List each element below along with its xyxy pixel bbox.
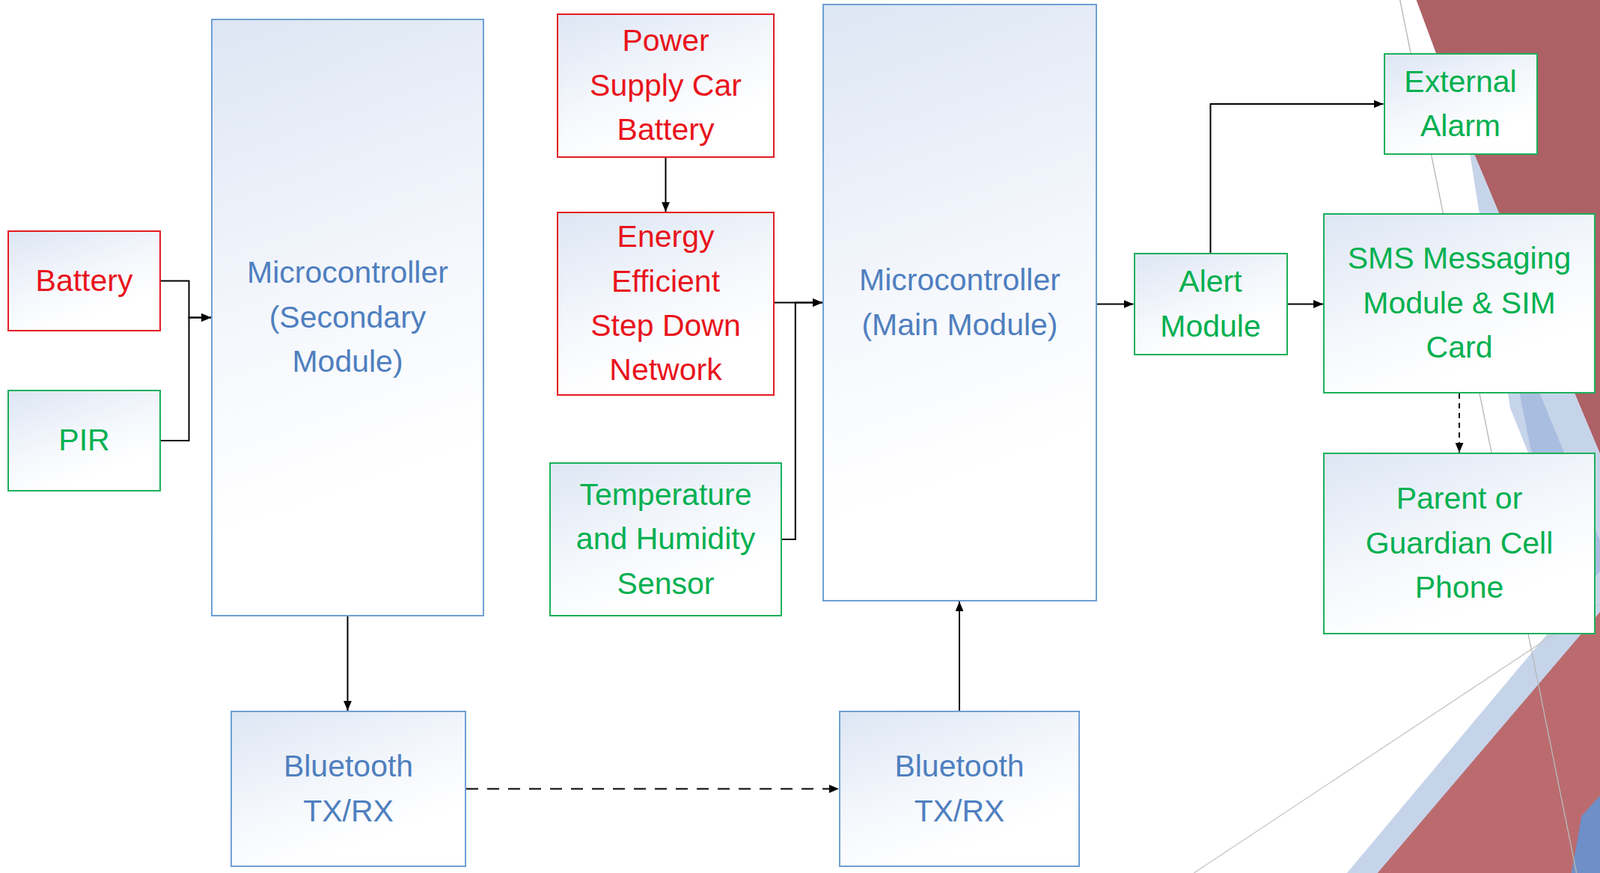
alert-box: Alert Module bbox=[1133, 252, 1288, 356]
connector-arrow bbox=[958, 601, 961, 711]
connector-arrow bbox=[665, 157, 667, 212]
wireless-link bbox=[1458, 393, 1461, 453]
power-box: Battery bbox=[7, 230, 161, 332]
box-label: Bluetooth TX/RX bbox=[869, 744, 1050, 834]
wireless-link bbox=[466, 788, 839, 791]
connector-arrow bbox=[782, 303, 823, 541]
box-label: Alert Module bbox=[1139, 259, 1282, 349]
connector-arrow bbox=[160, 281, 212, 319]
radio-box: Bluetooth TX/RX bbox=[230, 710, 467, 868]
decor-line bbox=[1193, 603, 1600, 873]
box-label: Microcontroller (Main Module) bbox=[830, 258, 1089, 348]
box-label: Battery bbox=[35, 258, 134, 304]
sensor-box: PIR bbox=[7, 389, 161, 492]
controller-box: Microcontroller (Secondary Module) bbox=[211, 18, 485, 617]
box-label: Parent or Guardian Cell Phone bbox=[1349, 476, 1571, 610]
box-label: Bluetooth TX/RX bbox=[258, 744, 439, 834]
red-shape bbox=[1377, 612, 1600, 873]
box-label: Energy Efficient Step Down Network bbox=[577, 214, 754, 393]
radio-box: Bluetooth TX/RX bbox=[838, 710, 1080, 868]
sensor-box: Temperature and Humidity Sensor bbox=[549, 462, 783, 617]
phone-box: Parent or Guardian Cell Phone bbox=[1323, 452, 1596, 635]
power-box: Power Supply Car Battery bbox=[556, 13, 775, 158]
box-label: Temperature and Humidity Sensor bbox=[559, 472, 773, 607]
connector-arrow bbox=[1287, 303, 1324, 306]
controller-box: Microcontroller (Main Module) bbox=[822, 3, 1098, 602]
connector-arrow bbox=[1097, 303, 1134, 306]
box-label: Microcontroller (Secondary Module) bbox=[218, 250, 477, 384]
box-label: SMS Messaging Module & SIM Card bbox=[1339, 236, 1580, 370]
alert-box: External Alarm bbox=[1383, 53, 1538, 155]
box-label: PIR bbox=[58, 418, 110, 463]
connector-arrow bbox=[347, 616, 349, 711]
power-box: Energy Efficient Step Down Network bbox=[556, 211, 775, 396]
box-label: External Alarm bbox=[1389, 59, 1532, 149]
blue-shape bbox=[1571, 795, 1600, 873]
box-label: Power Supply Car Battery bbox=[579, 18, 753, 152]
alert-box: SMS Messaging Module & SIM Card bbox=[1323, 213, 1596, 394]
connector-arrow bbox=[160, 318, 212, 442]
